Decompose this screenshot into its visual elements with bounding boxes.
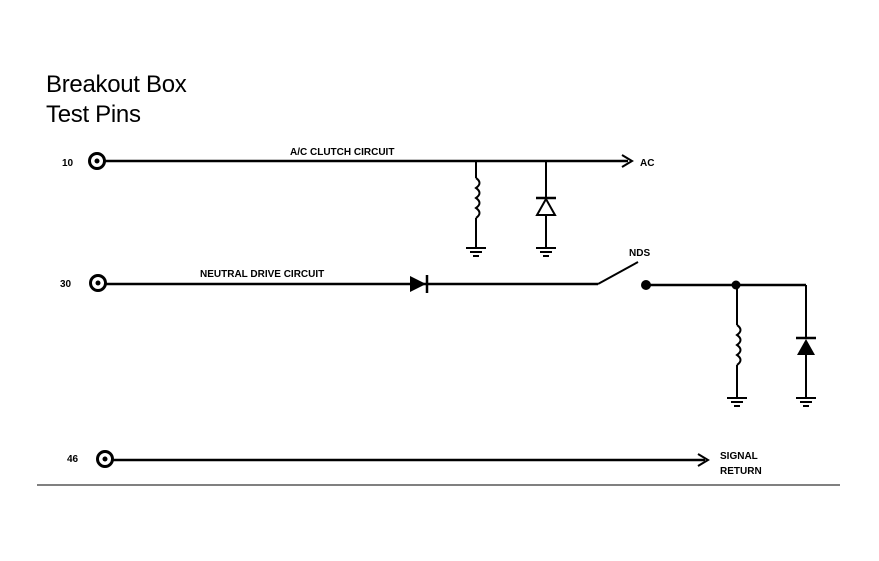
ac-clutch-circuit-label: A/C CLUTCH CIRCUIT — [290, 147, 394, 158]
neutral-drive-circuit-label: NEUTRAL DRIVE CIRCUIT — [200, 269, 324, 280]
diagram-title-line-1: Breakout Box — [46, 71, 187, 98]
ac-diode-ground-icon — [535, 247, 557, 257]
nds-diode — [796, 285, 816, 398]
pin-46-terminal — [96, 450, 114, 468]
pin-10-number: 10 — [62, 158, 74, 169]
nds-relay-coil — [735, 285, 742, 398]
neutral-drive-diode — [410, 275, 429, 293]
ac-destination-label: AC — [640, 158, 654, 169]
ac-coil-ground-icon — [465, 247, 487, 257]
ac-clutch-diode — [535, 161, 557, 248]
pin-46-number: 46 — [67, 454, 79, 465]
pin-10-terminal — [88, 152, 106, 170]
signal-return-label-line-2: RETURN — [720, 466, 762, 477]
ac-arrow — [621, 154, 634, 168]
signal-return-label-line-1: SIGNAL — [720, 451, 758, 462]
nds-switch-blade — [597, 261, 639, 285]
nds-diode-ground-icon — [795, 397, 817, 407]
pin-30-number: 30 — [60, 279, 72, 290]
ac-clutch-coil — [474, 161, 481, 248]
nds-coil-ground-icon — [726, 397, 748, 407]
pin-30-terminal — [89, 274, 107, 292]
nds-switch-label: NDS — [629, 248, 650, 259]
diagram-title-line-2: Test Pins — [46, 101, 141, 128]
signal-return-arrow — [697, 453, 710, 467]
